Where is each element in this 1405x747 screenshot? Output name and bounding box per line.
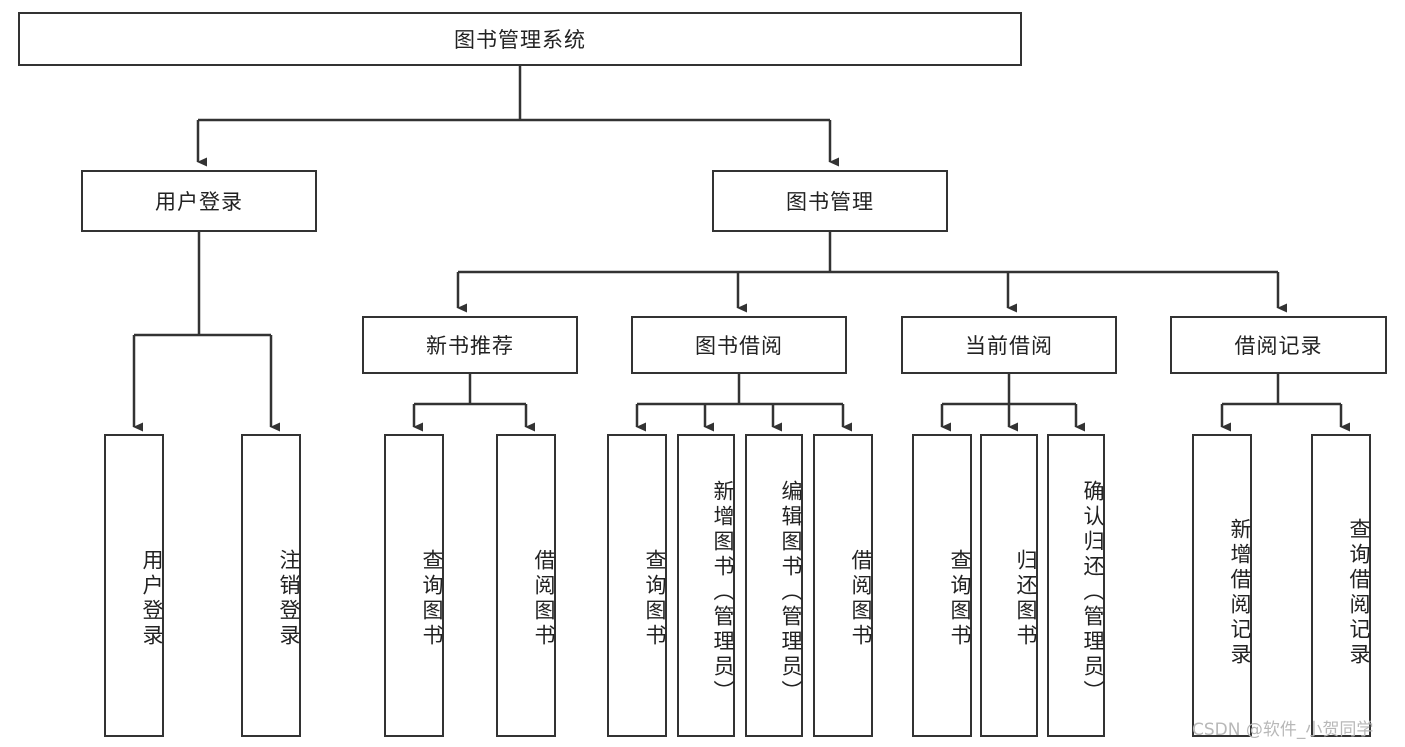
node-user-login[interactable]: 用户登录	[81, 170, 317, 232]
node-leaf-query-borrow-record[interactable]: 查询借阅记录	[1311, 434, 1371, 737]
node-leaf-add-book-admin[interactable]: 新增图书（管理员）	[677, 434, 735, 737]
node-book-management[interactable]: 图书管理	[712, 170, 948, 232]
node-leaf-confirm-return-admin[interactable]: 确认归还（管理员）	[1047, 434, 1105, 737]
node-current-borrow[interactable]: 当前借阅	[901, 316, 1117, 374]
node-leaf-query-books-current[interactable]: 查询图书	[912, 434, 972, 737]
node-leaf-query-books-recommend[interactable]: 查询图书	[384, 434, 444, 737]
node-leaf-borrow-books-recommend[interactable]: 借阅图书	[496, 434, 556, 737]
watermark-csdn: CSDN @软件_小贺同学	[1192, 720, 1374, 740]
node-new-book-recommend[interactable]: 新书推荐	[362, 316, 578, 374]
node-leaf-add-borrow-record[interactable]: 新增借阅记录	[1192, 434, 1252, 737]
node-leaf-edit-book-admin[interactable]: 编辑图书（管理员）	[745, 434, 803, 737]
node-leaf-logout-login[interactable]: 注销登录	[241, 434, 301, 737]
node-leaf-return-books[interactable]: 归还图书	[980, 434, 1038, 737]
node-book-borrow[interactable]: 图书借阅	[631, 316, 847, 374]
node-leaf-query-books-borrow[interactable]: 查询图书	[607, 434, 667, 737]
node-borrow-record[interactable]: 借阅记录	[1170, 316, 1387, 374]
node-leaf-user-login[interactable]: 用户登录	[104, 434, 164, 737]
node-root-book-management-system[interactable]: 图书管理系统	[18, 12, 1022, 66]
node-leaf-borrow-books[interactable]: 借阅图书	[813, 434, 873, 737]
